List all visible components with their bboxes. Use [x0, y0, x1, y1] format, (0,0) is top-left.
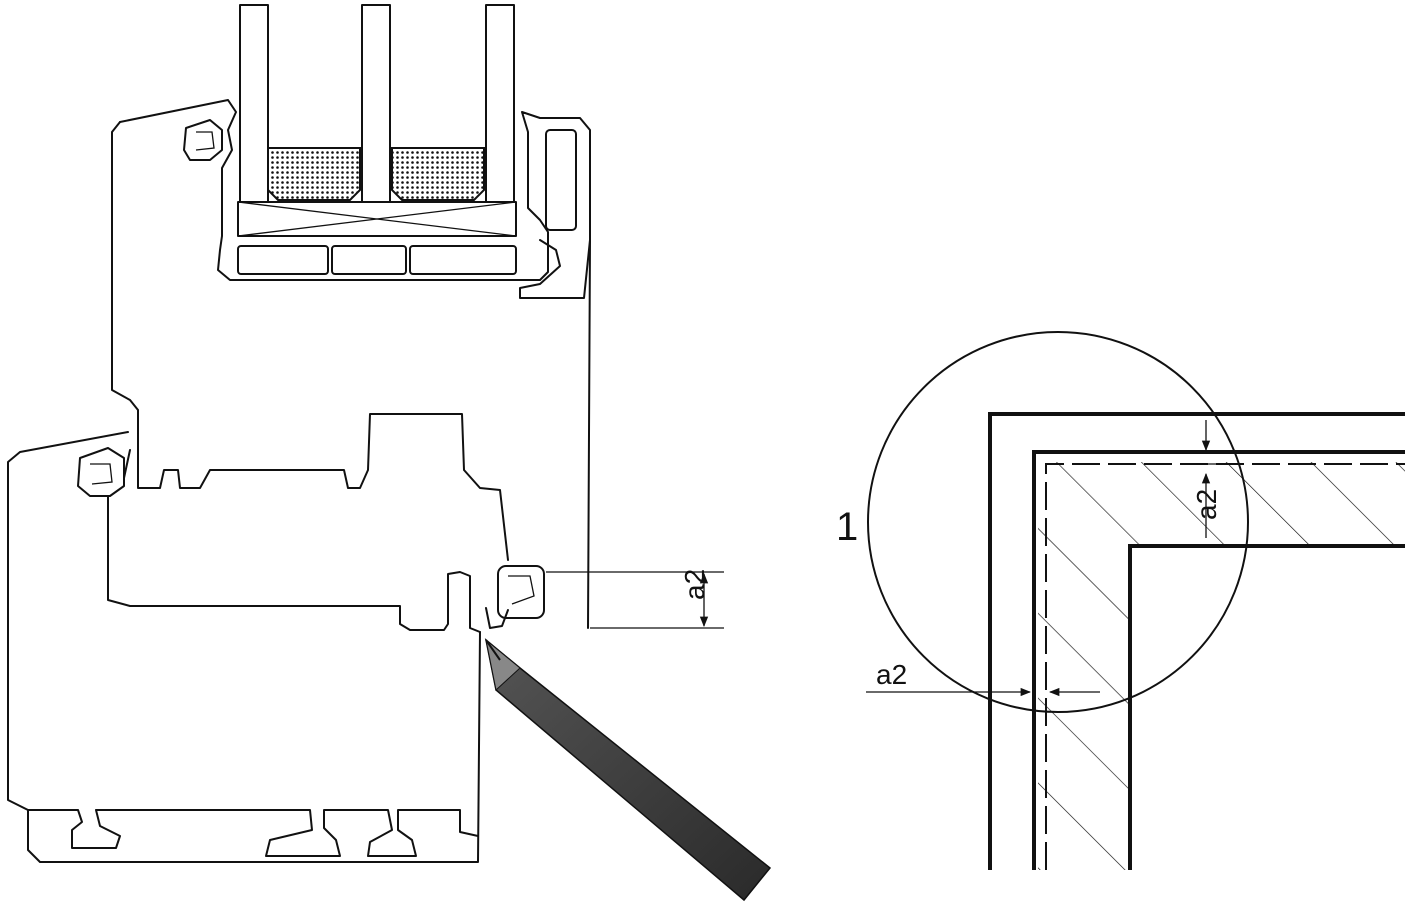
left-dimension-label: a2	[679, 569, 710, 600]
dashed-line	[1045, 463, 1405, 870]
horizontal-dimension-a2: a2	[866, 659, 1100, 697]
frame-profile	[7, 431, 481, 863]
glass-panes	[239, 4, 515, 206]
left-dimension-a2: a2	[546, 569, 724, 629]
horizontal-dimension-label: a2	[876, 659, 907, 690]
pencil-icon	[484, 638, 772, 902]
profile-edge	[1128, 544, 1405, 870]
inner-edge	[1032, 450, 1405, 870]
vertical-dimension-a2: a2	[1191, 420, 1240, 538]
window-profile-section: a2	[7, 4, 772, 902]
sash-outer	[111, 121, 139, 435]
rebate-gasket	[485, 565, 545, 629]
sash-right-chamber	[545, 129, 577, 231]
upper-gasket	[183, 119, 223, 161]
detail-circle	[867, 331, 1249, 713]
glazing-spacers	[267, 147, 485, 201]
outer-edge	[988, 412, 1405, 870]
mid-frame-rebate	[107, 491, 481, 633]
sash-chambers	[237, 245, 517, 275]
sash-profile	[119, 99, 591, 299]
frame-feet	[27, 809, 479, 857]
glazing-block	[237, 201, 517, 237]
lower-gasket	[77, 447, 125, 497]
callout-number: 1	[836, 505, 858, 549]
corner-detail: 1 a2 a2	[836, 331, 1405, 870]
vertical-dimension-label: a2	[1191, 489, 1222, 520]
